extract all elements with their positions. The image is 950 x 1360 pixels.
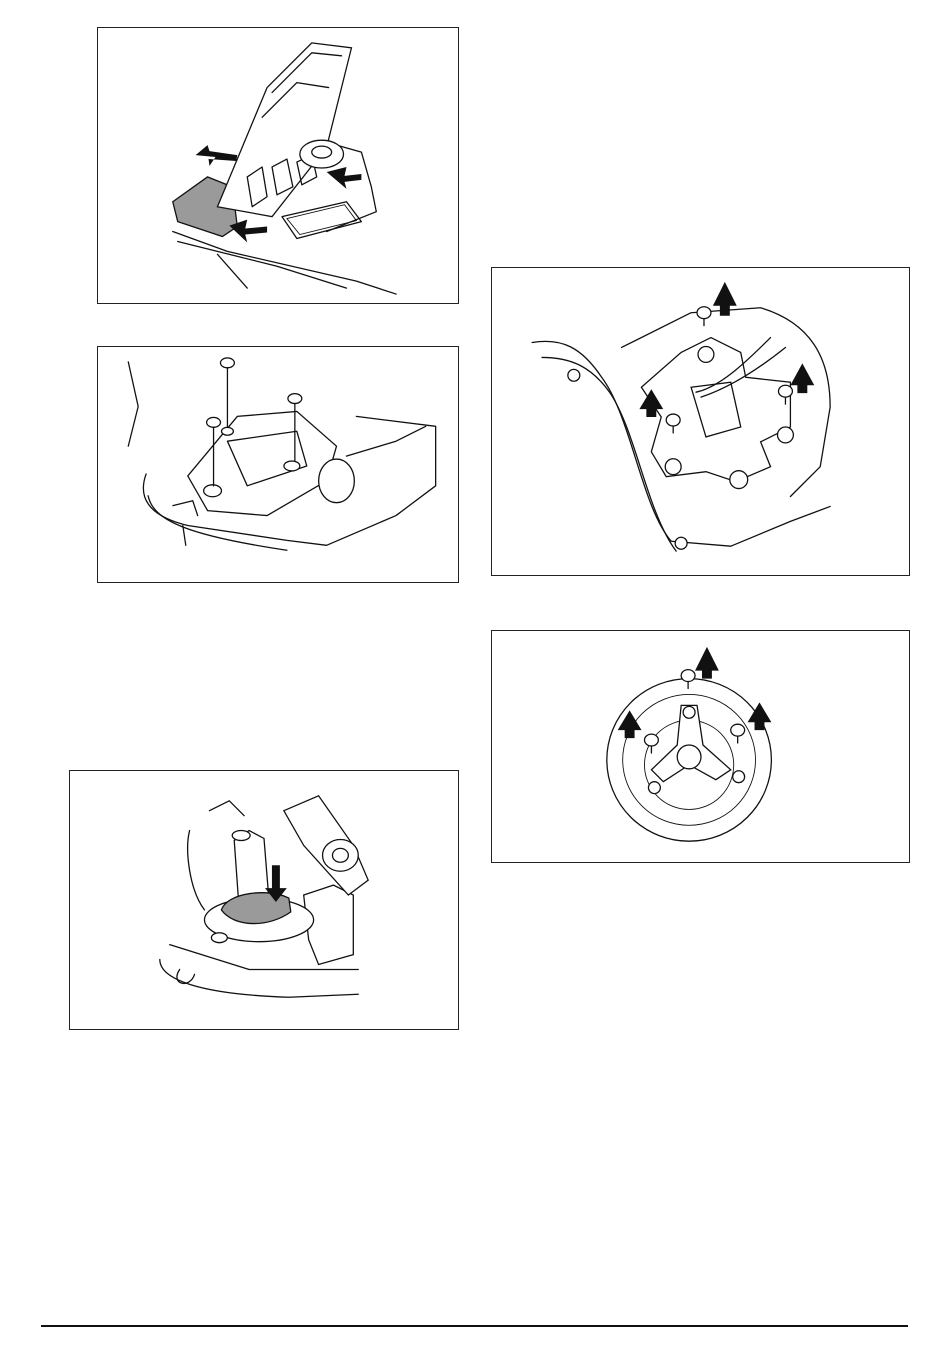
figure-bracket-screws	[97, 346, 459, 583]
figure-round-motor	[491, 630, 910, 863]
motor-plate-three-screws-icon	[492, 268, 909, 575]
screw-icon	[697, 307, 711, 326]
cover-removal-icon	[98, 28, 458, 303]
figure-cover-removal	[97, 27, 459, 304]
figure-motor-plate	[491, 267, 910, 576]
footer-divider	[41, 1325, 908, 1327]
screw-icon	[220, 358, 234, 426]
bracket-screws-icon	[98, 347, 458, 582]
figure-knob-press	[69, 770, 459, 1030]
round-motor-three-screws-icon	[492, 631, 909, 862]
knob-press-down-icon	[70, 771, 458, 1029]
